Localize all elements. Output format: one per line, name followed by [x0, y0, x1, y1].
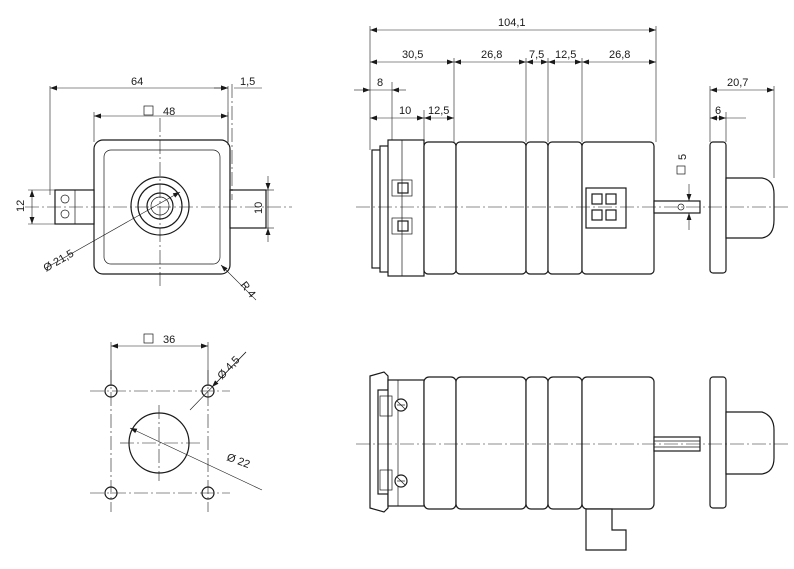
dim-26-8-a: 26,8: [481, 49, 502, 61]
side-view: [356, 139, 790, 277]
dim-dia-4-5: Ø 4,5: [215, 354, 242, 382]
side-view-dimensions: 104,1 30,5 26,8 7,5 12,5 26,8 8 10 12,5 …: [354, 17, 775, 230]
dim-10: 10: [253, 202, 265, 214]
cutout-view: [90, 370, 230, 512]
dim-12-5-b: 12,5: [428, 105, 449, 117]
dim-10-side: 10: [399, 105, 411, 117]
dim-r-4: R 4: [238, 279, 258, 300]
dim-6: 6: [715, 105, 721, 117]
dim-dia-22: Ø 22: [225, 452, 252, 471]
dim-20-7: 20,7: [727, 77, 748, 89]
dim-64: 64: [131, 76, 143, 88]
dim-dia-21-5: Ø 21,5: [42, 248, 77, 275]
dim-26-8-b: 26,8: [609, 49, 630, 61]
cutout-dimensions: 36 Ø 4,5 Ø 22: [110, 333, 263, 491]
dim-104-1: 104,1: [498, 17, 526, 29]
dim-7-5: 7,5: [529, 49, 544, 61]
dim-30-5: 30,5: [402, 49, 423, 61]
dim-36: 36: [163, 334, 175, 346]
dim-48: 48: [163, 106, 175, 118]
dim-8: 8: [377, 77, 383, 89]
dim-1-5: 1,5: [240, 76, 255, 88]
front-view: [25, 84, 292, 286]
dim-12: 12: [15, 200, 27, 212]
front-view-dimensions: 64 1,5 48 12 10 Ø 21,5 R 4: [15, 76, 274, 300]
top-view: [356, 371, 790, 551]
dim-12-5-a: 12,5: [555, 49, 576, 61]
dim-5: 5: [677, 154, 689, 160]
